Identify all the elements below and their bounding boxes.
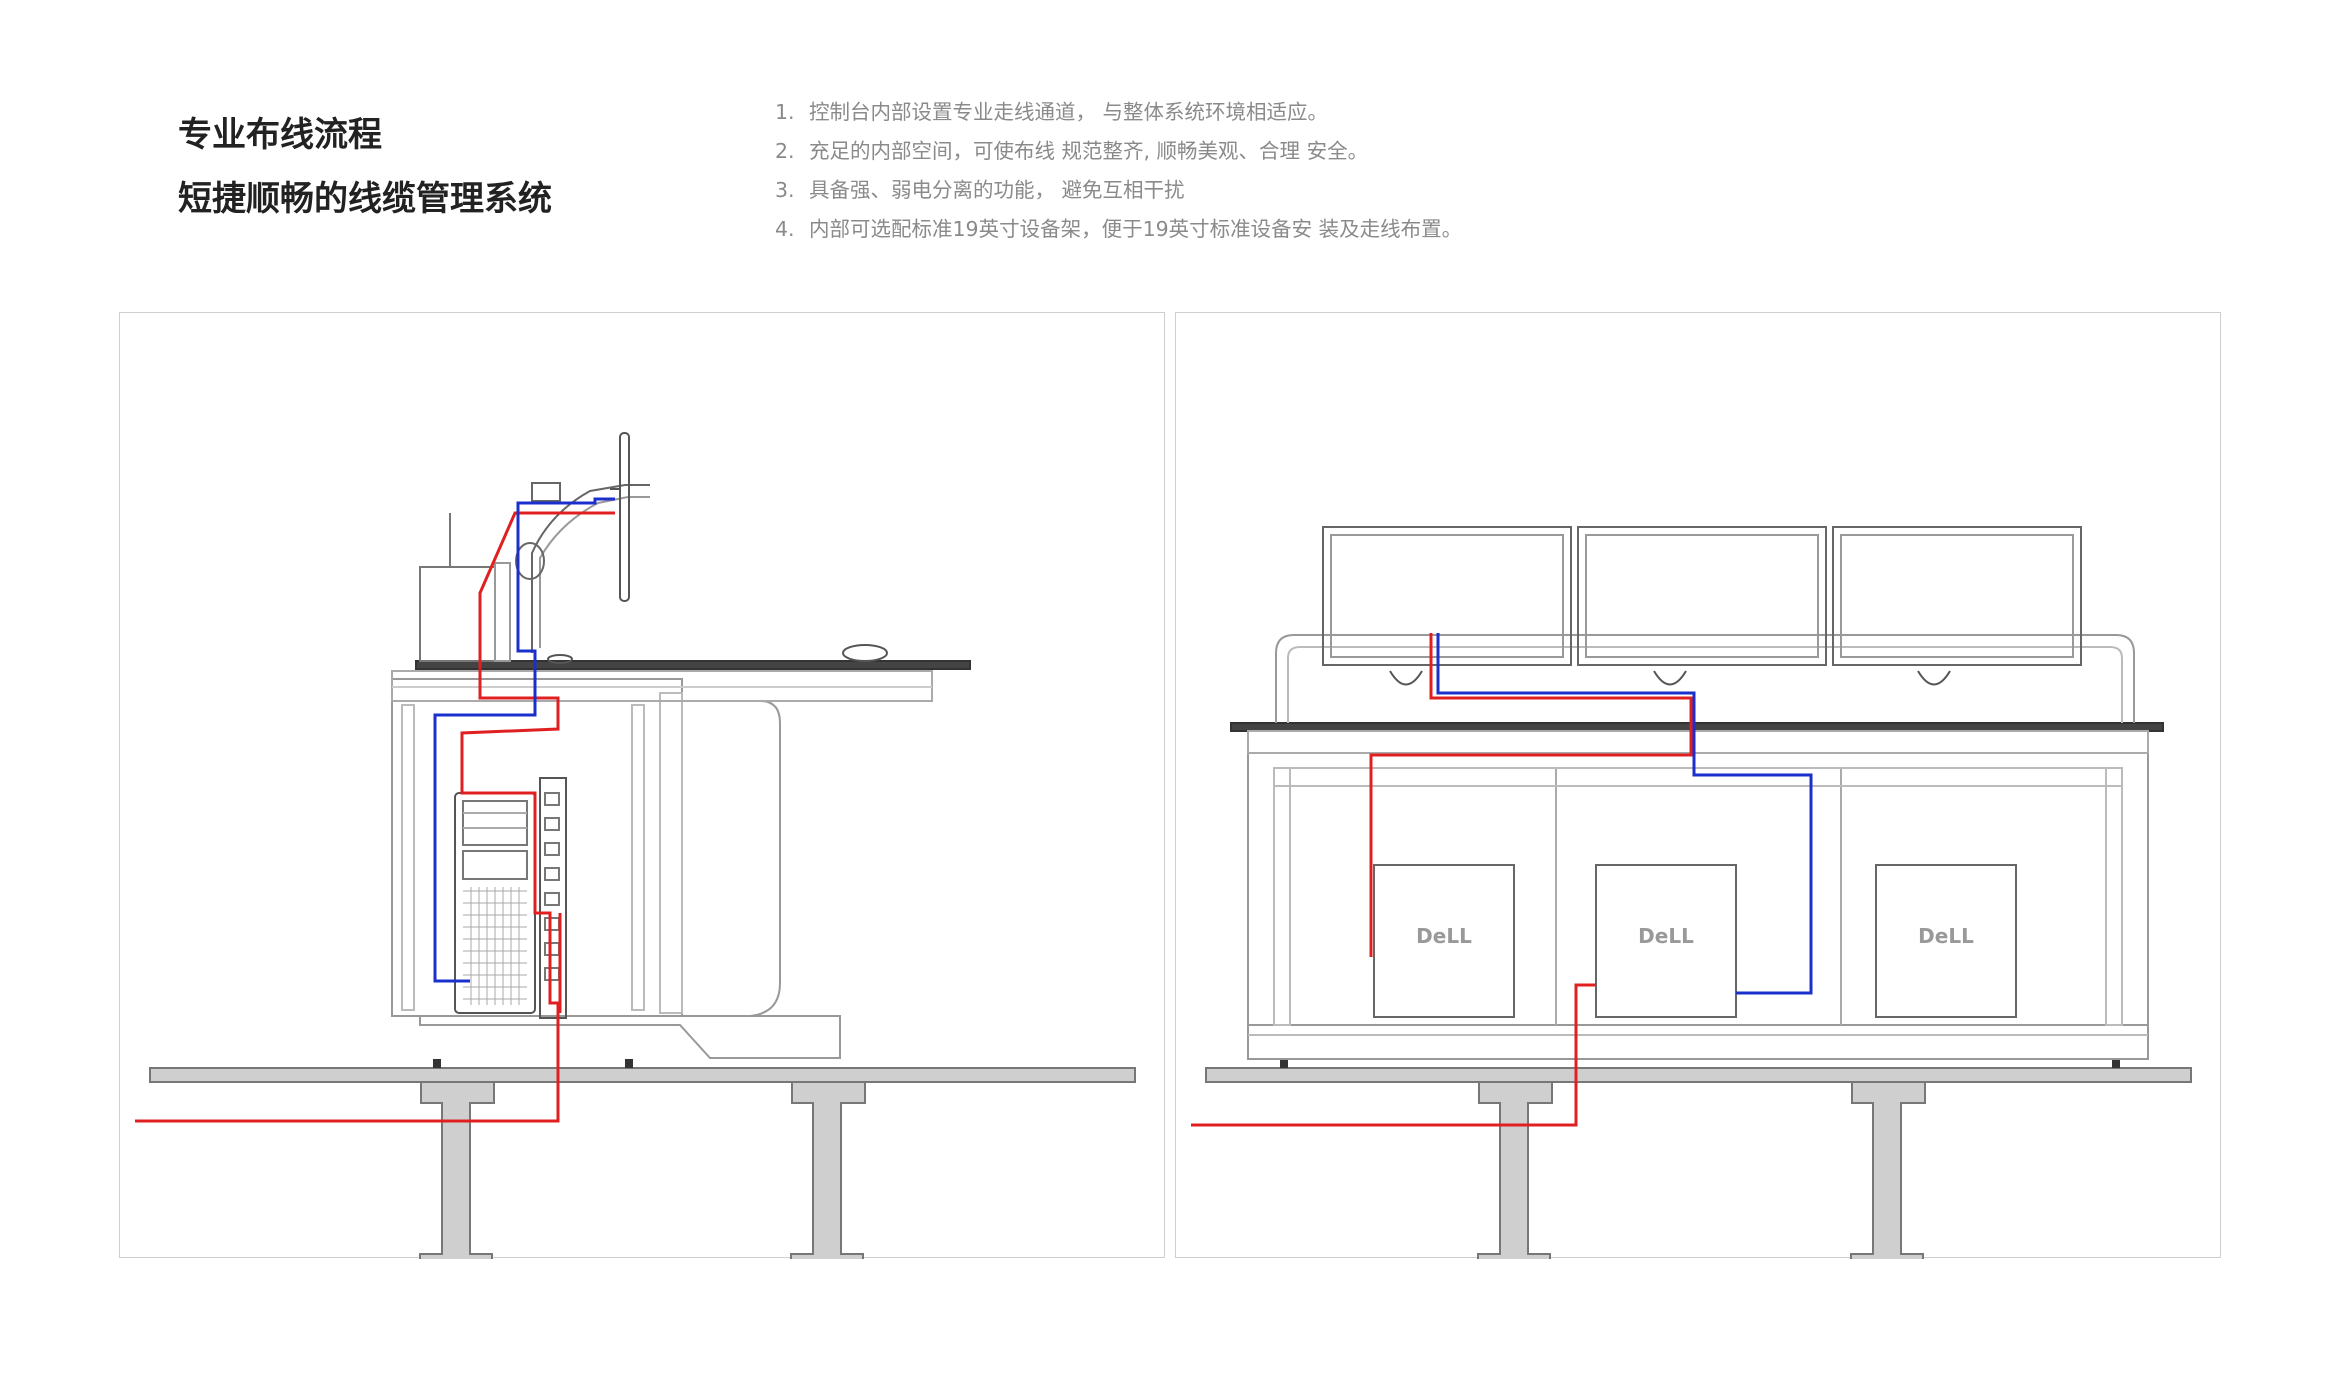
feature-number: 2. xyxy=(775,139,795,163)
cabinet-base xyxy=(1247,1024,2149,1060)
monitor-riser xyxy=(1275,634,2135,723)
signal-cable xyxy=(1436,633,1813,995)
monitor xyxy=(1577,526,1827,666)
monitor xyxy=(619,432,630,602)
page-title: 专业布线流程 xyxy=(178,115,382,155)
title-block: 专业布线流程 短捷顺畅的线缆管理系统 xyxy=(178,118,552,216)
feature-number: 3. xyxy=(775,178,795,202)
feature-item: 3. 具备强、弱电分离的功能， 避免互相干扰 xyxy=(775,176,1462,215)
power-cable xyxy=(1191,983,1596,1127)
feature-text: 内部可选配标准19英寸设备架，便于19英寸标准设备安 装及走线布置。 xyxy=(809,217,1463,241)
cabinet-frame xyxy=(401,704,415,1011)
feature-item: 2. 充足的内部空间，可使布线 规范整齐, 顺畅美观、合理 安全。 xyxy=(775,137,1462,176)
feature-text: 具备强、弱电分离的功能， 避免互相干扰 xyxy=(809,178,1185,202)
base-plate xyxy=(419,1015,841,1059)
feature-number: 1. xyxy=(775,100,795,124)
cabinet-frame xyxy=(631,704,645,1011)
foot xyxy=(2112,1059,2120,1068)
power-strip xyxy=(539,777,567,1019)
signal-cable xyxy=(433,497,615,983)
power-cable xyxy=(135,511,615,1123)
pc-vent xyxy=(463,887,527,1005)
pc-tower xyxy=(1373,864,1515,1018)
brand-label: DeLL xyxy=(1638,924,1694,948)
rear-box-flap xyxy=(494,562,511,662)
brand-label: DeLL xyxy=(1918,924,1974,948)
floor-support xyxy=(1850,1081,1926,1259)
floor-support xyxy=(419,1081,495,1259)
monitor-arm xyxy=(531,484,650,653)
feature-text: 充足的内部空间，可使布线 规范整齐, 顺畅美观、合理 安全。 xyxy=(809,139,1369,163)
page-subtitle: 短捷顺畅的线缆管理系统 xyxy=(178,179,552,219)
pc-tower xyxy=(1595,864,1737,1018)
side-view-panel xyxy=(119,312,1165,1259)
feature-number: 4. xyxy=(775,217,795,241)
side-view-drawing xyxy=(135,432,1136,1259)
cabinet-body xyxy=(1247,752,2149,1060)
floor-support xyxy=(1477,1081,1553,1259)
brand-label: DeLL xyxy=(1416,924,1472,948)
feature-item: 4. 内部可选配标准19英寸设备架，便于19英寸标准设备安 装及走线布置。 xyxy=(775,215,1462,254)
mount-disk xyxy=(515,542,545,580)
power-cable xyxy=(1369,633,1693,957)
feature-list: 1. 控制台内部设置专业走线通道， 与整体系统环境相适应。 2. 充足的内部空间，可… xyxy=(775,98,1462,254)
pc-tower xyxy=(1875,864,2017,1018)
foot xyxy=(1280,1059,1288,1068)
front-view-drawing: DeLL DeLL DeLL xyxy=(1191,526,2192,1259)
feature-item: 1. 控制台内部设置专业走线通道， 与整体系统环境相适应。 xyxy=(775,98,1462,137)
monitor xyxy=(1322,526,1572,666)
front-view-panel: DeLL DeLL DeLL xyxy=(1175,312,2221,1259)
monitor xyxy=(1832,526,2082,666)
raised-floor xyxy=(149,1067,1136,1083)
mouse xyxy=(842,644,888,662)
raised-floor xyxy=(1205,1067,2192,1083)
desk-top xyxy=(1230,722,2164,732)
feature-text: 控制台内部设置专业走线通道， 与整体系统环境相适应。 xyxy=(809,100,1329,124)
foot xyxy=(433,1059,441,1068)
side-panel xyxy=(682,700,781,1017)
foot xyxy=(625,1059,633,1068)
cabinet-panel xyxy=(659,692,683,1014)
floor-support xyxy=(790,1081,866,1259)
desk-top xyxy=(415,660,971,670)
